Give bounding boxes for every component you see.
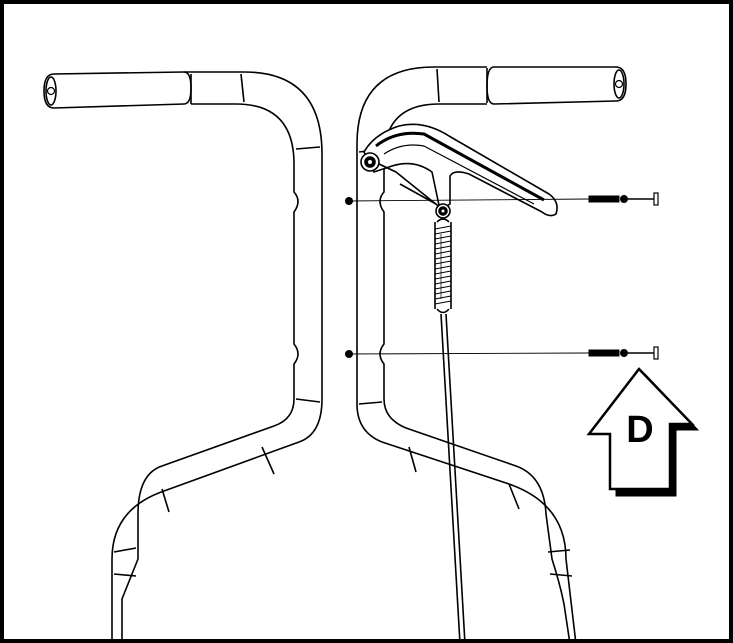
brake-cable <box>440 313 466 639</box>
right-tube-outer <box>356 66 577 639</box>
top-assembly-line <box>348 198 590 202</box>
right-tube-inner <box>379 103 571 639</box>
bottom-bolt <box>588 346 659 360</box>
bottom-assembly-line <box>348 352 590 355</box>
top-bolt <box>588 192 659 206</box>
left-handle-frame <box>43 71 323 639</box>
up-arrow-callout-icon: D <box>586 367 700 497</box>
brake-lever-assembly <box>360 123 558 639</box>
top-bolt-group <box>345 192 659 206</box>
left-tube-outer <box>111 71 323 639</box>
left-grip <box>43 71 192 109</box>
callout-label: D <box>626 409 653 451</box>
left-tube-inner <box>121 103 299 639</box>
cable-anchor <box>435 203 451 219</box>
cable-spring <box>434 218 452 314</box>
right-grip <box>486 66 627 105</box>
bottom-bolt-group <box>345 346 659 360</box>
lever-pivot <box>360 152 380 172</box>
brake-lever <box>363 123 558 217</box>
assembly-diagram: D <box>43 66 700 639</box>
